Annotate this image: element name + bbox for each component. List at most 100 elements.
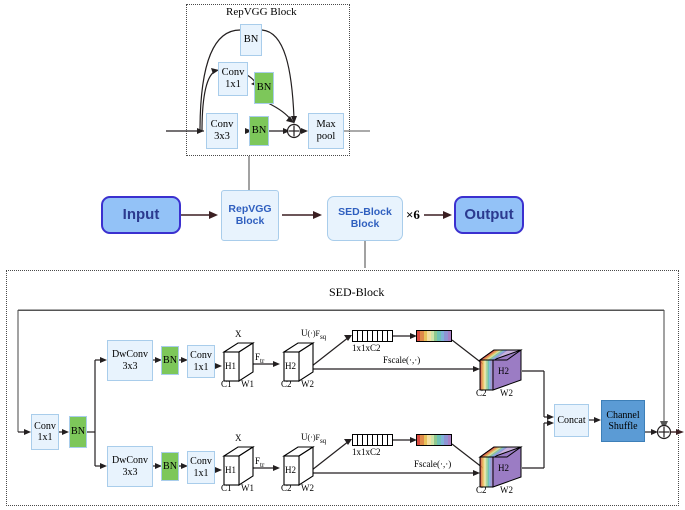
repvgg-conv-1x1-label-line1: Conv [221,67,245,79]
sed-branch-1-cube-x-top: X [235,433,242,443]
sed-branch-0-cube-u-w: W2 [301,379,314,389]
sed-branch-1-conv: Conv 1x1 [187,451,215,484]
sed-branch-1-conv-line1: Conv [190,456,212,468]
sed-entry-conv-1x1: Conv 1x1 [31,414,59,450]
sed-branch-0-scaled-cube-w: W2 [500,388,513,398]
sed-branch-0-bn: BN [161,346,179,375]
sed-branch-0-squeeze-vector [352,330,393,342]
repvgg-bn-top: BN [240,24,262,56]
sed-branch-0-usq-label: U(·)Fsq [301,328,326,341]
sed-branch-0-dwconv-line1: DwConv [111,349,149,361]
repvgg-bn-top-label: BN [243,34,259,46]
sed-branch-1-fscale-label: Fscale(·,·) [414,459,452,469]
sed-branch-0-ftr-sub: tr [260,356,265,365]
sed-branch-0-cube-u-c: C2 [281,379,292,389]
sed-entry-conv-label-line2: 1x1 [37,432,53,443]
pipeline-sed-label-line2: Block [350,217,380,230]
sed-branch-0-conv-line2: 1x1 [193,361,209,373]
sed-branch-0-bn-label: BN [163,354,177,366]
sed-branch-0-usq-sub: sq [319,332,327,341]
repvgg-conv-3x3-label-line2: 3x3 [214,131,230,142]
repvgg-conv-3x3-label-line1: Conv [210,119,234,131]
repvgg-bn-mid-label: BN [256,82,272,94]
repvgg-maxpool-label-line2: pool [316,131,336,142]
pipeline-sed-block: SED-Block Block [327,196,403,241]
sed-branch-0-scaled-cube-c: C2 [476,388,487,398]
sed-branch-1-usq-label: U(·)Fsq [301,432,326,445]
pipeline-output-label: Output [464,205,514,223]
sed-branch-0-dwconv-line2: 3x3 [122,360,138,372]
sed-branch-0-squeeze-vector-label: 1x1xC2 [352,343,381,353]
sed-entry-conv-label-line1: Conv [34,420,56,432]
pipeline-input-label: Input [122,205,160,223]
sed-branch-1-scaled-cube-c: C2 [476,485,487,495]
sed-branch-1-ftr-sub: tr [260,460,265,469]
sed-block-title: SED-Block [329,285,385,299]
sed-branch-1-scaled-cube-w: W2 [500,485,513,495]
sed-entry-bn: BN [69,416,87,448]
pipeline-repvgg-label-line2: Block [235,214,265,227]
sed-branch-1-dwconv-line2: 3x3 [122,466,138,478]
sed-branch-0-fscale-label: Fscale(·,·) [383,355,421,365]
sed-branch-0-cube-x-w: W1 [241,379,254,389]
sed-branch-0-cube-x-c: C1 [221,379,232,389]
sed-branch-1-ftr-label: Ftr [255,456,264,469]
sed-concat: Concat [554,404,589,437]
pipeline-repvgg-label-line1: RepVGG [228,202,272,215]
sed-branch-0-cube-x-top: X [235,329,242,339]
sed-channel-shuffle: Channel Shuffle [601,400,645,442]
sed-branch-1-cube-u-w: W2 [301,483,314,493]
sed-branch-1-bn-label: BN [163,460,177,472]
sed-branch-0-scaled-cube-h: H2 [498,366,509,376]
pipeline-sed-label-line1: SED-Block [338,205,392,218]
sed-branch-0-usq-mid: (·)F [307,329,320,338]
sed-branch-0-excitation-vector [416,330,452,342]
sed-branch-1-scaled-cube-h: H2 [498,463,509,473]
sed-branch-1-cube-x-c: C1 [221,483,232,493]
sed-branch-1-dwconv-line1: DwConv [111,455,149,467]
repvgg-bn-mid: BN [254,72,274,104]
sed-branch-1-excitation-vector [416,434,452,446]
sed-branch-1-bn: BN [161,452,179,481]
repvgg-maxpool: Max pool [308,113,344,149]
sed-branch-0-conv: Conv 1x1 [187,345,215,378]
sed-branch-1-squeeze-vector [352,434,393,446]
sed-branch-1-conv-line2: 1x1 [193,467,209,479]
pipeline-input: Input [101,196,181,234]
repvgg-block-title: RepVGG Block [226,6,297,18]
sed-branch-0-ftr-main: F [255,352,261,362]
sed-branch-1-ftr-main: F [255,456,261,466]
sed-branch-1-usq-u: U [301,432,308,442]
repvgg-block-container [186,4,350,156]
sed-branch-0-ftr-label: Ftr [255,352,264,365]
sed-channel-shuffle-line1: Channel [606,409,640,421]
repvgg-maxpool-label-line1: Max [316,119,336,131]
sed-channel-shuffle-line2: Shuffle [608,421,638,432]
sed-branch-1-cube-u-h: H2 [285,465,296,475]
sed-branch-1-cube-u-c: C2 [281,483,292,493]
sed-branch-1-usq-mid: (·)F [307,433,320,442]
sed-branch-0-usq-u: U [301,328,308,338]
sed-concat-label: Concat [557,414,586,426]
pipeline-repeat-count: ×6 [406,207,420,222]
repvgg-bn-bottom: BN [249,116,269,146]
sed-branch-1-dwconv: DwConv 3x3 [107,446,153,487]
repvgg-conv-1x1: Conv 1x1 [218,62,248,96]
sed-block-container [6,270,679,506]
sed-branch-1-cube-x-h: H1 [225,465,236,475]
repvgg-bn-bottom-label: BN [251,125,267,137]
sed-branch-1-squeeze-vector-label: 1x1xC2 [352,447,381,457]
sed-branch-0-cube-x-h: H1 [225,361,236,371]
sed-branch-1-usq-sub: sq [319,436,327,445]
sed-branch-1-cube-x-w: W1 [241,483,254,493]
sed-branch-0-cube-u-h: H2 [285,361,296,371]
sed-branch-0-conv-line1: Conv [190,350,212,362]
